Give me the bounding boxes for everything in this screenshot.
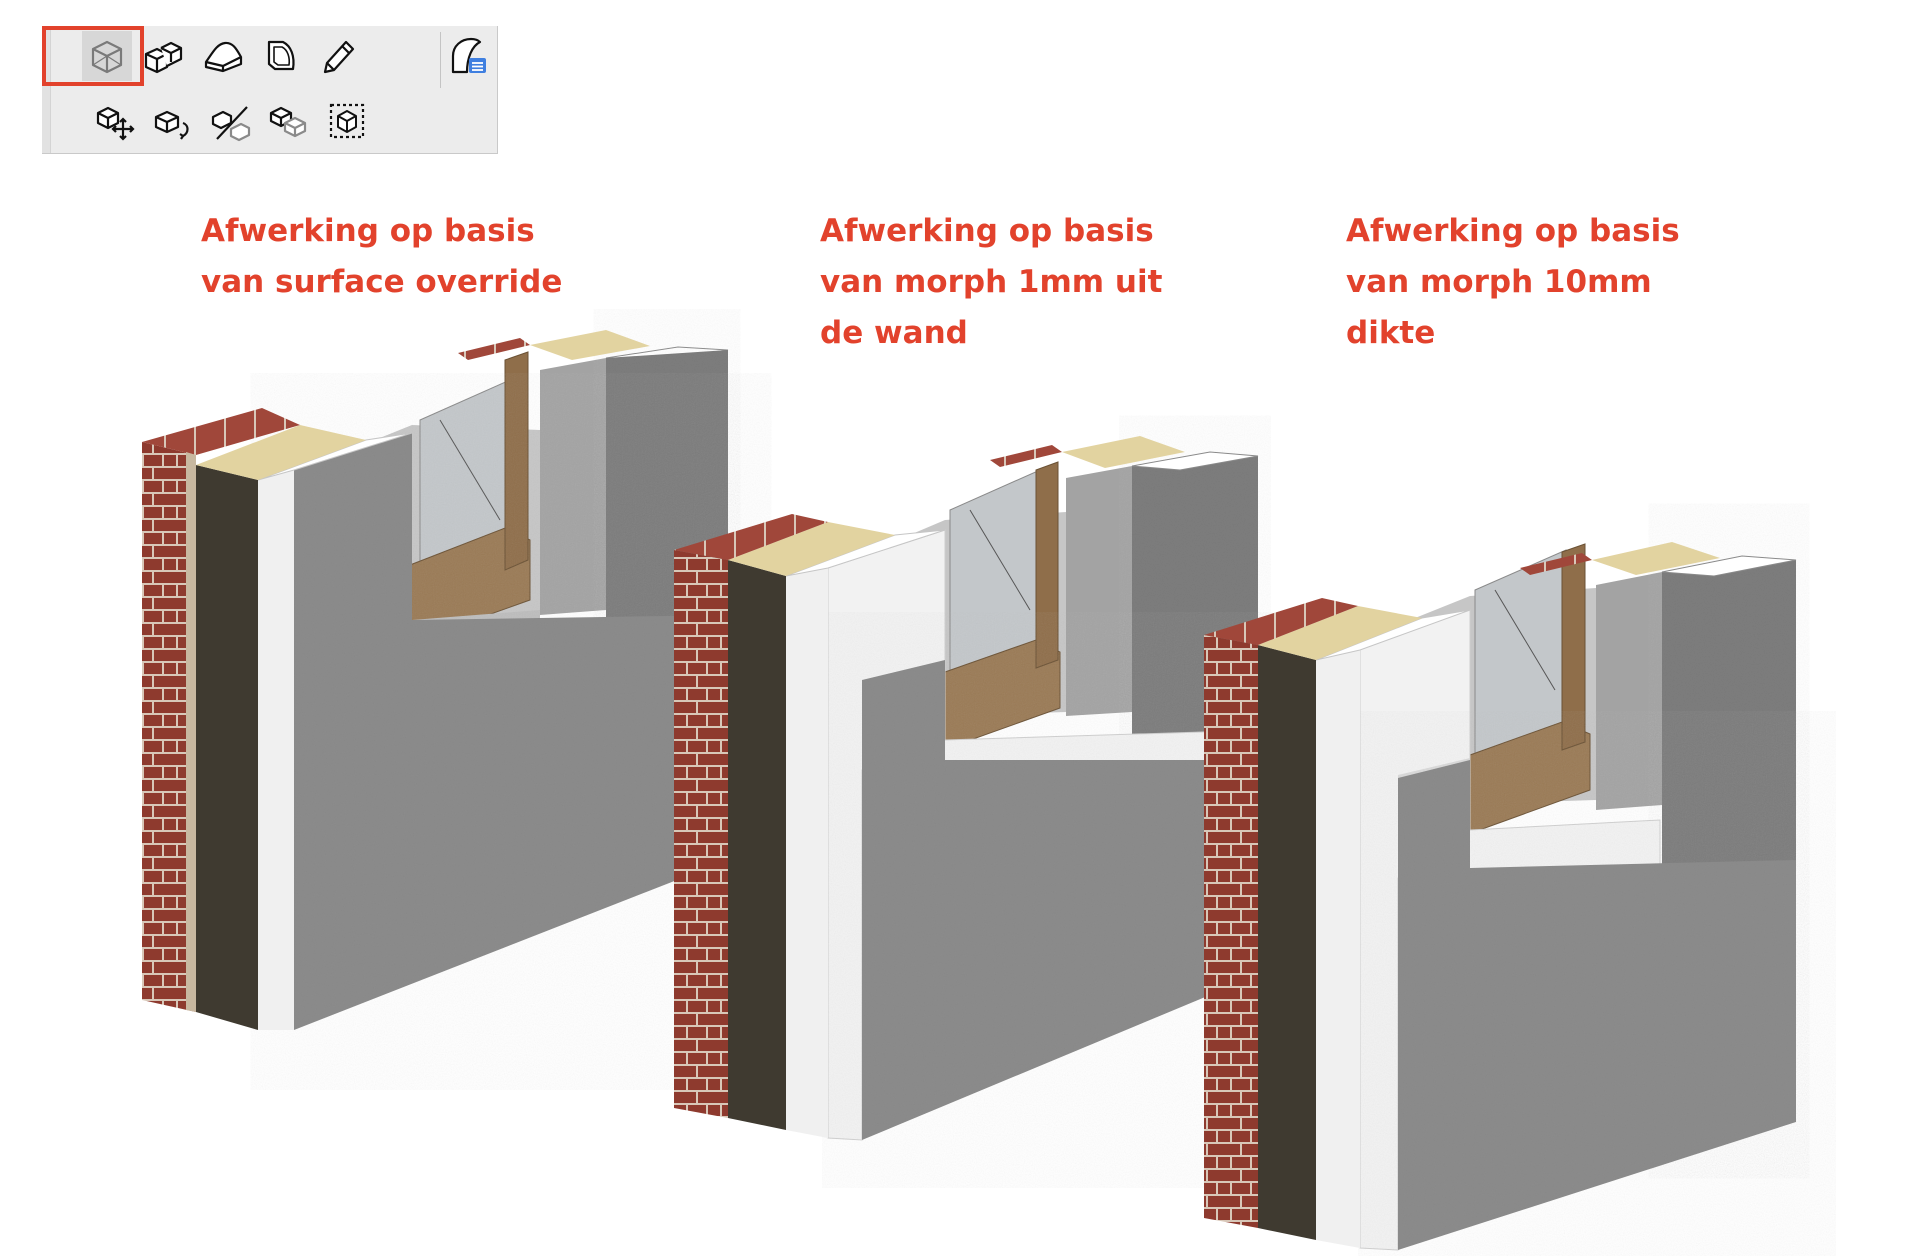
wall1-insulation-top-upper xyxy=(530,330,650,360)
morph-revolve-icon xyxy=(204,41,243,73)
wall3-inner-top xyxy=(1661,555,1797,577)
caption-line: van morph 1mm uit xyxy=(820,264,1163,300)
wall1-brick-top-upper xyxy=(458,338,530,360)
wall1-brick-face xyxy=(142,442,196,1012)
surface-override-icon xyxy=(451,37,486,74)
wall1-insulation-top xyxy=(196,425,366,480)
morph-box-button[interactable] xyxy=(82,31,132,81)
wall3-concrete-face xyxy=(1398,760,1796,1250)
wall-model-surface-override xyxy=(142,330,729,1030)
caption-line: Afwerking op basis xyxy=(201,213,535,249)
wall3-insulation-top xyxy=(1258,606,1422,660)
wall3-insulation-top-upper xyxy=(1592,542,1720,575)
wall2-brick-face xyxy=(674,550,728,1118)
wall1-brick-top xyxy=(142,408,300,455)
wall1-cavity xyxy=(186,452,196,1012)
wall3-insulation-face xyxy=(1258,645,1316,1240)
caption-line: Afwerking op basis xyxy=(820,213,1154,249)
bounding-box-button[interactable] xyxy=(322,96,372,146)
wall3-window-jamb xyxy=(1561,543,1586,751)
merge-elements-button[interactable] xyxy=(264,96,314,146)
morph-box-icon xyxy=(91,40,123,74)
morph-polyline-box-icon xyxy=(144,41,183,74)
wall2-window-jamb xyxy=(1035,461,1059,669)
toolbar-grip[interactable] xyxy=(42,26,51,153)
morph-face-button[interactable] xyxy=(256,31,306,81)
wall2-brick-top-upper xyxy=(990,445,1062,467)
wall1-plaster-top xyxy=(257,432,413,481)
morph-revolve-button[interactable] xyxy=(198,31,248,81)
wall2-insulation-top-upper xyxy=(1062,436,1185,468)
wall1-window-frame-jamb xyxy=(504,351,529,571)
wall2-insulation-face xyxy=(728,560,786,1130)
wall2-upper-pier-side xyxy=(1066,466,1132,716)
wall3-brick-top xyxy=(1204,598,1358,645)
selected-tool-highlight xyxy=(42,26,144,86)
bounding-box-icon xyxy=(329,103,365,139)
split-element-button[interactable] xyxy=(206,96,256,146)
caption-line: van surface override xyxy=(201,264,563,300)
surface-override-button[interactable] xyxy=(442,31,492,81)
caption-line: de wand xyxy=(820,315,968,351)
wall3-upper-pier-side xyxy=(1596,572,1662,810)
caption-surface-override: Afwerking op basis van surface override xyxy=(201,206,562,308)
wall2-insulation-top xyxy=(728,522,895,576)
wall1-upper-pier-side xyxy=(540,358,606,615)
wall1-insulation-face xyxy=(196,465,258,1030)
wall1-concrete-face xyxy=(294,433,728,1030)
morph-face-icon xyxy=(267,40,295,71)
pencil-icon xyxy=(323,40,355,74)
wall3-plaster-face xyxy=(1316,650,1360,1248)
wall1-plaster-face xyxy=(258,470,294,1030)
pencil-button[interactable] xyxy=(312,31,362,81)
morph-polyline-box-button[interactable] xyxy=(138,31,188,81)
rotate-subelement-button[interactable] xyxy=(148,96,198,146)
wall2-concrete-face xyxy=(862,660,1258,1140)
wall3-brick-face xyxy=(1204,635,1258,1228)
caption-line: van morph 10mm xyxy=(1346,264,1652,300)
caption-morph-10mm: Afwerking op basis van morph 10mm dikte xyxy=(1346,206,1680,359)
merge-elements-icon xyxy=(269,106,307,138)
wall2-plaster-face xyxy=(786,568,828,1138)
caption-morph-1mm: Afwerking op basis van morph 1mm uit de … xyxy=(820,206,1162,359)
toolbar-separator xyxy=(440,32,441,88)
caption-line: Afwerking op basis xyxy=(1346,213,1680,249)
move-subelement-button[interactable] xyxy=(90,96,140,146)
move-subelement-icon xyxy=(96,106,135,141)
wall2-plaster-top xyxy=(785,529,946,577)
wall-model-morph-1mm xyxy=(674,436,1267,1141)
wall3-brick-top-upper xyxy=(1520,553,1592,575)
split-element-icon xyxy=(211,106,251,142)
wall2-inner-top xyxy=(1131,451,1259,471)
caption-line: dikte xyxy=(1346,315,1436,351)
wall2-brick-top xyxy=(674,514,828,560)
wall-model-morph-10mm xyxy=(1204,542,1797,1251)
rotate-subelement-icon xyxy=(154,110,189,140)
morph-toolbar xyxy=(42,26,498,154)
